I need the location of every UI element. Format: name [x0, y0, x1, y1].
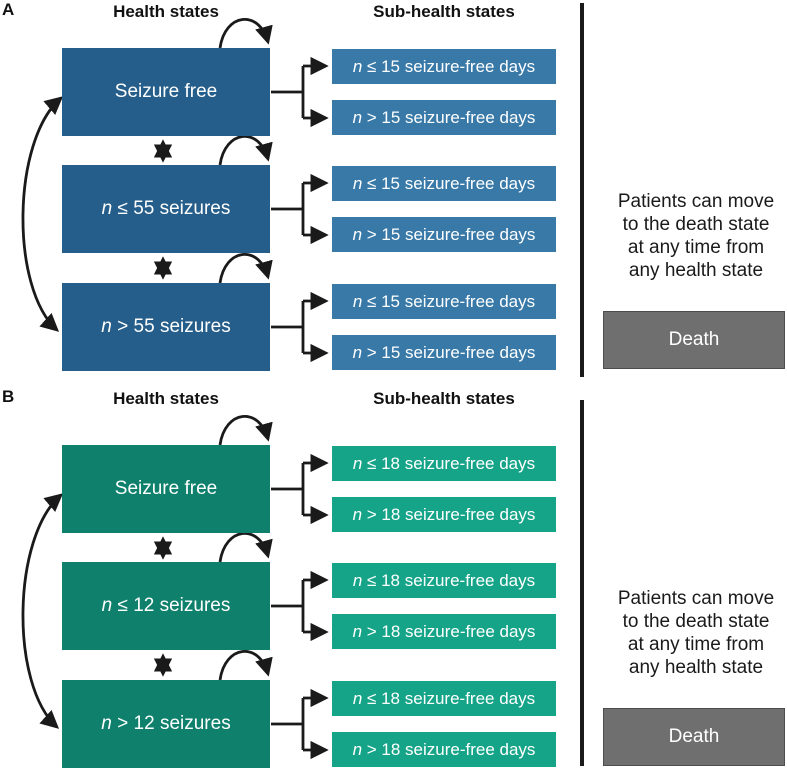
substate-box: n > 18 seizure-free days: [332, 732, 556, 767]
substate-box: n ≤ 18 seizure-free days: [332, 446, 556, 481]
substate-label: n > 18 seizure-free days: [352, 621, 536, 641]
death-state-box: Death: [603, 311, 785, 369]
branch-connector: [271, 463, 305, 515]
health-states-header: Health states: [113, 2, 219, 21]
state-box-n-le-55-seizures: n ≤ 55 seizures: [62, 165, 270, 253]
panel-b-label: B: [2, 387, 15, 406]
self-loop-arrow: [218, 17, 273, 49]
substate-label: n ≤ 15 seizure-free days: [352, 291, 536, 311]
state-label: n ≤ 55 seizures: [101, 198, 231, 219]
branch-connector: [271, 301, 305, 353]
state-box-n-gt-55-seizures: n > 55 seizures: [62, 283, 270, 371]
branch-connector: [271, 66, 305, 118]
self-loop-arrow: [218, 414, 273, 446]
panel-divider: [580, 400, 584, 766]
state-box-seizure-free: Seizure free: [62, 48, 270, 136]
substate-label: n > 18 seizure-free days: [352, 739, 536, 759]
skip-state-arrow: [21, 96, 64, 332]
substate-label: n > 15 seizure-free days: [352, 224, 536, 244]
substate-label: n ≤ 18 seizure-free days: [352, 688, 536, 708]
substate-label: n > 15 seizure-free days: [352, 107, 536, 127]
self-loop-arrow: [218, 649, 273, 681]
substate-box: n ≤ 15 seizure-free days: [332, 49, 556, 84]
substate-label: n > 18 seizure-free days: [352, 504, 536, 524]
substate-label: n ≤ 15 seizure-free days: [352, 173, 536, 193]
death-state-box: Death: [603, 708, 785, 766]
state-box-n-gt-12-seizures: n > 12 seizures: [62, 680, 270, 768]
self-loop-arrow: [218, 531, 273, 563]
substate-box: n > 18 seizure-free days: [332, 614, 556, 649]
branch-connector: [271, 580, 305, 632]
substate-box: n > 15 seizure-free days: [332, 217, 556, 252]
self-loop-arrow: [218, 134, 273, 166]
substate-label: n > 15 seizure-free days: [352, 342, 536, 362]
branch-connector: [271, 698, 305, 750]
panel-divider: [580, 3, 584, 377]
branch-connector: [271, 183, 305, 235]
state-box-seizure-free: Seizure free: [62, 445, 270, 533]
sub-health-states-header: Sub-health states: [373, 2, 515, 21]
state-label: Seizure free: [114, 478, 218, 499]
health-states-header: Health states: [113, 389, 219, 408]
substate-box: n ≤ 15 seizure-free days: [332, 284, 556, 319]
death-note: Patients can move to the death state at …: [617, 588, 775, 678]
skip-state-arrow: [21, 493, 64, 729]
state-label: Seizure free: [114, 81, 218, 102]
substate-label: n ≤ 18 seizure-free days: [352, 453, 536, 473]
substate-box: n > 18 seizure-free days: [332, 497, 556, 532]
state-label: n ≤ 12 seizures: [101, 595, 231, 616]
self-loop-arrow: [218, 252, 273, 284]
substate-box: n ≤ 18 seizure-free days: [332, 681, 556, 716]
death-note: Patients can move to the death state at …: [617, 191, 775, 281]
panel-a-label: A: [2, 0, 15, 19]
state-box-n-le-12-seizures: n ≤ 12 seizures: [62, 562, 270, 650]
substate-label: n ≤ 15 seizure-free days: [352, 56, 536, 76]
substate-box: n ≤ 15 seizure-free days: [332, 166, 556, 201]
substate-box: n ≤ 18 seizure-free days: [332, 563, 556, 598]
sub-health-states-header: Sub-health states: [373, 389, 515, 408]
substate-box: n > 15 seizure-free days: [332, 100, 556, 135]
state-label: n > 12 seizures: [101, 713, 231, 734]
substate-label: n ≤ 18 seizure-free days: [352, 570, 536, 590]
substate-box: n > 15 seizure-free days: [332, 335, 556, 370]
state-label: n > 55 seizures: [101, 316, 231, 337]
